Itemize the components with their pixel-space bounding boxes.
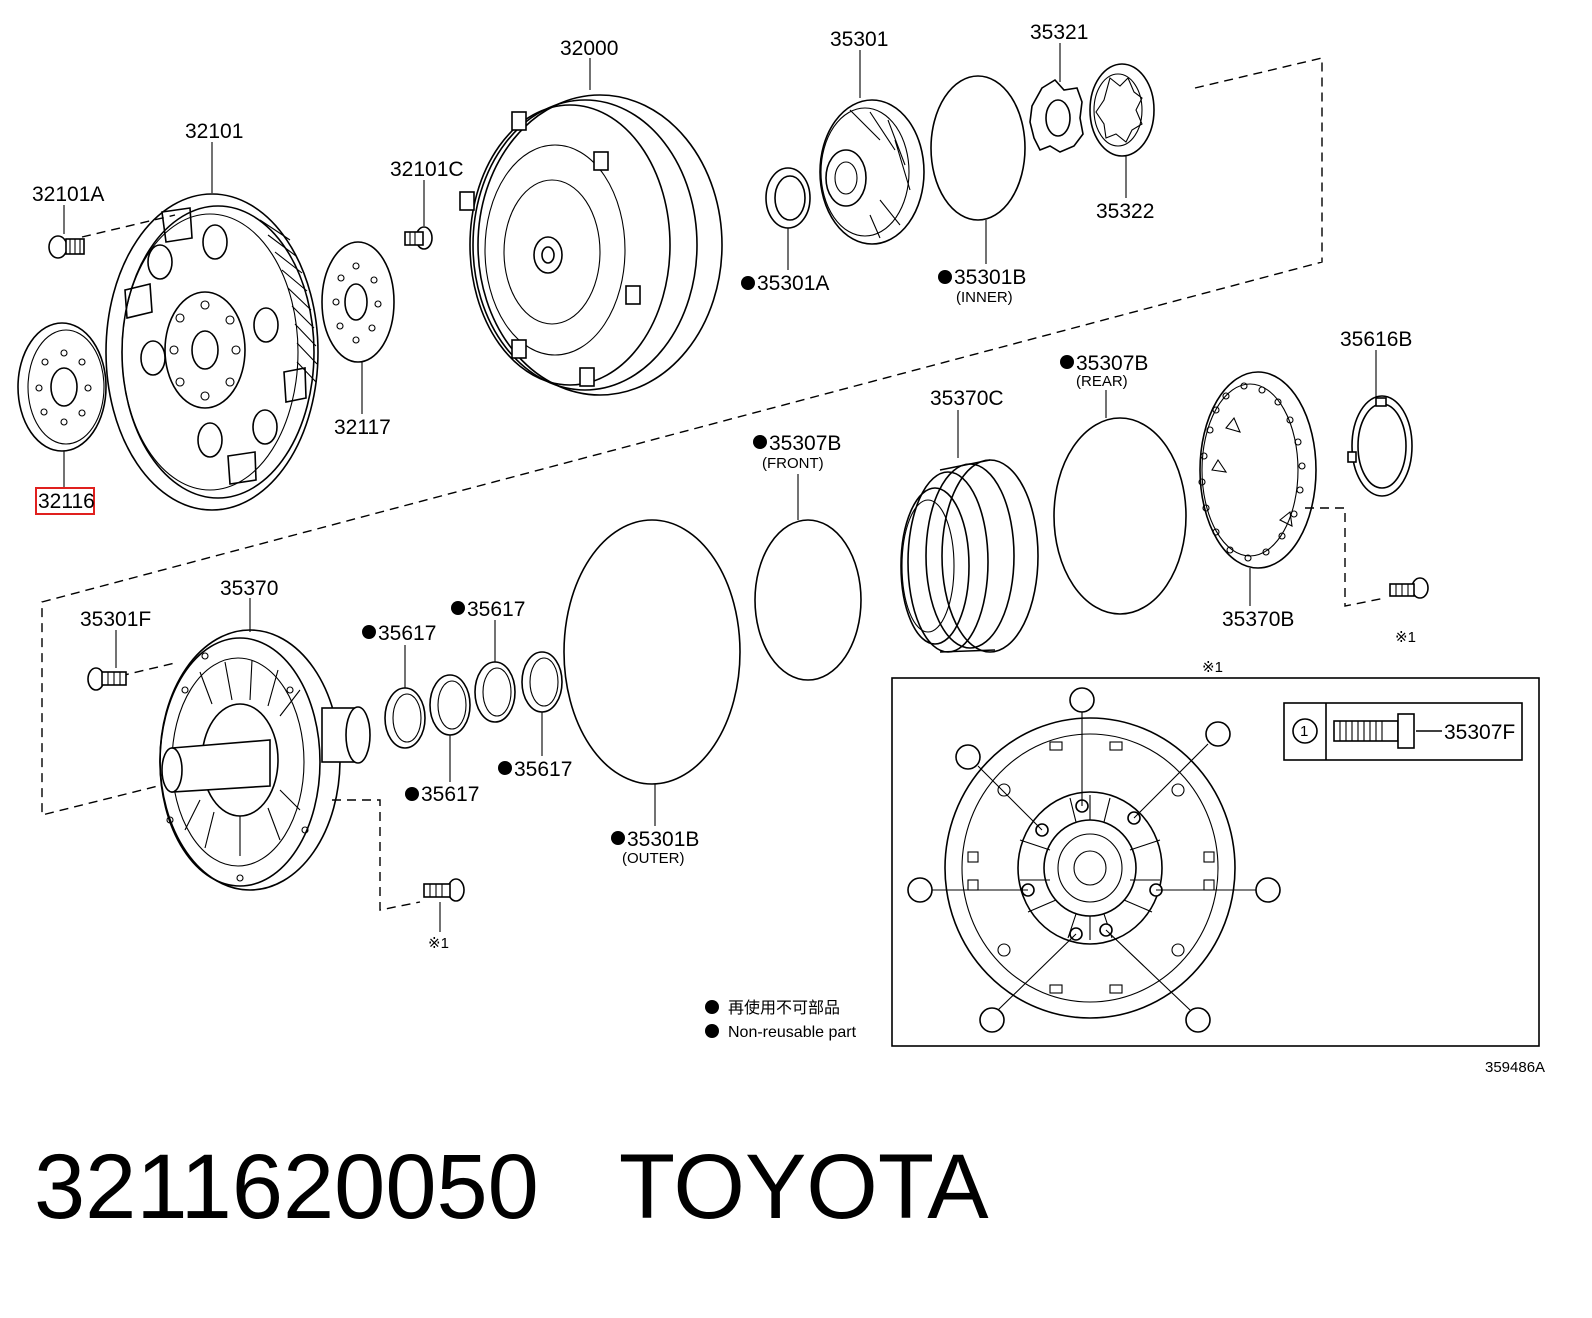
- label-32000[interactable]: 32000: [560, 37, 618, 60]
- highlight-box-32116: [35, 487, 95, 515]
- label-35301[interactable]: 35301: [830, 28, 888, 51]
- note-outer: (OUTER): [622, 850, 685, 867]
- label-35307F[interactable]: 35307F: [1444, 721, 1515, 744]
- label-35616B[interactable]: 35616B: [1340, 328, 1412, 351]
- drive-plate-32116[interactable]: [17, 322, 107, 452]
- label-32101A[interactable]: 32101A: [32, 183, 104, 206]
- note-rear: (REAR): [1076, 373, 1128, 390]
- oil-seal-35301A[interactable]: [765, 167, 811, 229]
- label-35370B[interactable]: 35370B: [1222, 608, 1294, 631]
- o-ring-35307B-rear[interactable]: [1053, 417, 1187, 615]
- bolt-35307F-icon: [1333, 713, 1442, 749]
- bolt-32101A[interactable]: [48, 235, 85, 259]
- legend-jp: 再使用不可部品: [728, 999, 840, 1017]
- pump-front-view: [907, 687, 1281, 1033]
- plate-32117[interactable]: [321, 241, 395, 363]
- leader-lines: [63, 43, 1377, 932]
- label-32116[interactable]: 32116: [38, 490, 95, 513]
- label-35617-c[interactable]: 35617: [421, 783, 479, 806]
- o-ring-35307B-front[interactable]: [754, 519, 862, 681]
- seal-rings-35617[interactable]: [384, 651, 563, 749]
- bolt-32101C[interactable]: [404, 226, 433, 250]
- driven-gear-35322[interactable]: [1089, 63, 1155, 157]
- label-32101C[interactable]: 32101C: [390, 158, 464, 181]
- label-35617-d[interactable]: 35617: [514, 758, 572, 781]
- label-32101[interactable]: 32101: [185, 120, 243, 143]
- label-35370[interactable]: 35370: [220, 577, 278, 600]
- label-35617-a[interactable]: 35617: [378, 622, 436, 645]
- flexplate-32101[interactable]: [105, 193, 319, 511]
- bolt-35301F[interactable]: [87, 667, 127, 691]
- detail-box: [891, 677, 1540, 1047]
- label-35307B-rear[interactable]: 35307B: [1076, 352, 1148, 375]
- pump-body-35301[interactable]: [819, 99, 925, 245]
- snap-ring-35616B[interactable]: [1347, 395, 1413, 497]
- note-ref1-right: ※1: [1395, 629, 1416, 646]
- oil-pump-assembly-35370[interactable]: [159, 629, 371, 891]
- note-inner: (INNER): [956, 289, 1013, 306]
- label-35301B-inner[interactable]: 35301B: [954, 266, 1026, 289]
- o-ring-35301B-inner[interactable]: [930, 75, 1026, 221]
- legend-en: Non-reusable part: [728, 1024, 857, 1041]
- o-ring-35301B-outer[interactable]: [563, 519, 741, 785]
- label-35321[interactable]: 35321: [1030, 21, 1088, 44]
- label-35322[interactable]: 35322: [1096, 200, 1154, 223]
- non-reusable-markers: [362, 270, 1074, 1038]
- bolt-ref1-right[interactable]: [1389, 577, 1429, 599]
- label-35370C[interactable]: 35370C: [930, 387, 1004, 410]
- torque-converter-32000[interactable]: [459, 94, 723, 396]
- label-35307B-front[interactable]: 35307B: [769, 432, 841, 455]
- part-caption: 3211620050 TOYOTA: [34, 1132, 1434, 1242]
- note-ref1-bottom: ※1: [428, 935, 449, 952]
- label-32117[interactable]: 32117: [334, 416, 391, 439]
- part-number: 3211620050: [34, 1136, 539, 1238]
- detail-key-number: 1: [1300, 723, 1308, 740]
- label-35301B-outer[interactable]: 35301B: [627, 828, 699, 851]
- part-labels: 32000 32101 32101A 32101C 32116 32117 35…: [32, 21, 1515, 952]
- label-35301F[interactable]: 35301F: [80, 608, 151, 631]
- figure-code: 359486A: [1485, 1059, 1545, 1076]
- label-35617-b[interactable]: 35617: [467, 598, 525, 621]
- label-35301A[interactable]: 35301A: [757, 272, 829, 295]
- bolt-ref1-bottom[interactable]: [423, 878, 465, 902]
- drive-gear-35321[interactable]: [1029, 78, 1084, 153]
- note-front: (FRONT): [762, 455, 824, 472]
- note-ref1-detail: ※1: [1202, 659, 1223, 676]
- brand-name: TOYOTA: [618, 1136, 989, 1238]
- dashed-outline: [41, 57, 1386, 911]
- clutch-drum-35370C[interactable]: [900, 459, 1039, 653]
- legend: 再使用不可部品 Non-reusable part: [728, 999, 857, 1041]
- plate-35370B[interactable]: [1198, 371, 1317, 569]
- exploded-parts-diagram: 32000 32101 32101A 32101C 32116 32117 35…: [17, 21, 1545, 1076]
